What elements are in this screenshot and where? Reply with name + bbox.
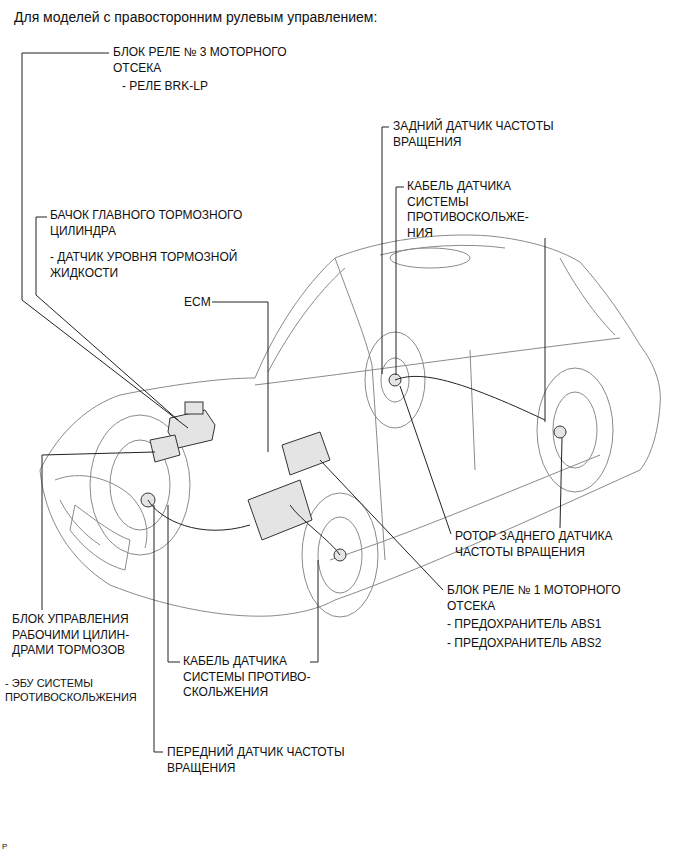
car-body (40, 235, 660, 616)
page-marker: P (2, 842, 22, 852)
part-label: - ПРЕДОХРАНИТЕЛЬ ABS2 (447, 636, 647, 652)
part-label: БЛОК РЕЛЕ № 1 МОТОРНОГО ОТСЕКА (447, 583, 667, 614)
title: Для моделей с правосторонним рулевым упр… (14, 8, 377, 26)
part-label: БЛОК УПРАВЛЕНИЯ РАБОЧИМИ ЦИЛИН- ДРАМИ ТО… (12, 612, 152, 659)
part-label: КАБЕЛЬ ДАТЧИКА СИСТЕМЫ ПРОТИВОСКОЛЬЖЕ- Н… (407, 179, 542, 241)
part-label: РОТОР ЗАДНЕГО ДАТЧИКА ЧАСТОТЫ ВРАЩЕНИЯ (455, 529, 655, 560)
cables (148, 376, 545, 555)
part-label: ECM (184, 295, 224, 311)
part-label: - РЕЛЕ BRK-LP (122, 79, 302, 95)
part-label: - ДАТЧИК УРОВНЯ ТОРМОЗНОЙ ЖИДКОСТИ (50, 250, 280, 281)
part-label: ЗАДНИЙ ДАТЧИК ЧАСТОТЫ ВРАЩЕНИЯ (393, 119, 593, 150)
part-label: - ПРЕДОХРАНИТЕЛЬ ABS1 (447, 617, 647, 633)
part-label: КАБЕЛЬ ДАТЧИКА СИСТЕМЫ ПРОТИВО- СКОЛЬЖЕН… (183, 654, 328, 701)
part-label: ПЕРЕДНИЙ ДАТЧИК ЧАСТОТЫ ВРАЩЕНИЯ (167, 745, 367, 776)
part-label: - ЭБУ СИСТЕМЫ ПРОТИВОСКОЛЬЖЕНИЯ (5, 676, 170, 705)
part-label: БАЧОК ГЛАВНОГО ТОРМОЗНОГО ЦИЛИНДРА (50, 208, 280, 239)
part-label: БЛОК РЕЛЕ № 3 МОТОРНОГО ОТСЕКА (113, 45, 313, 76)
